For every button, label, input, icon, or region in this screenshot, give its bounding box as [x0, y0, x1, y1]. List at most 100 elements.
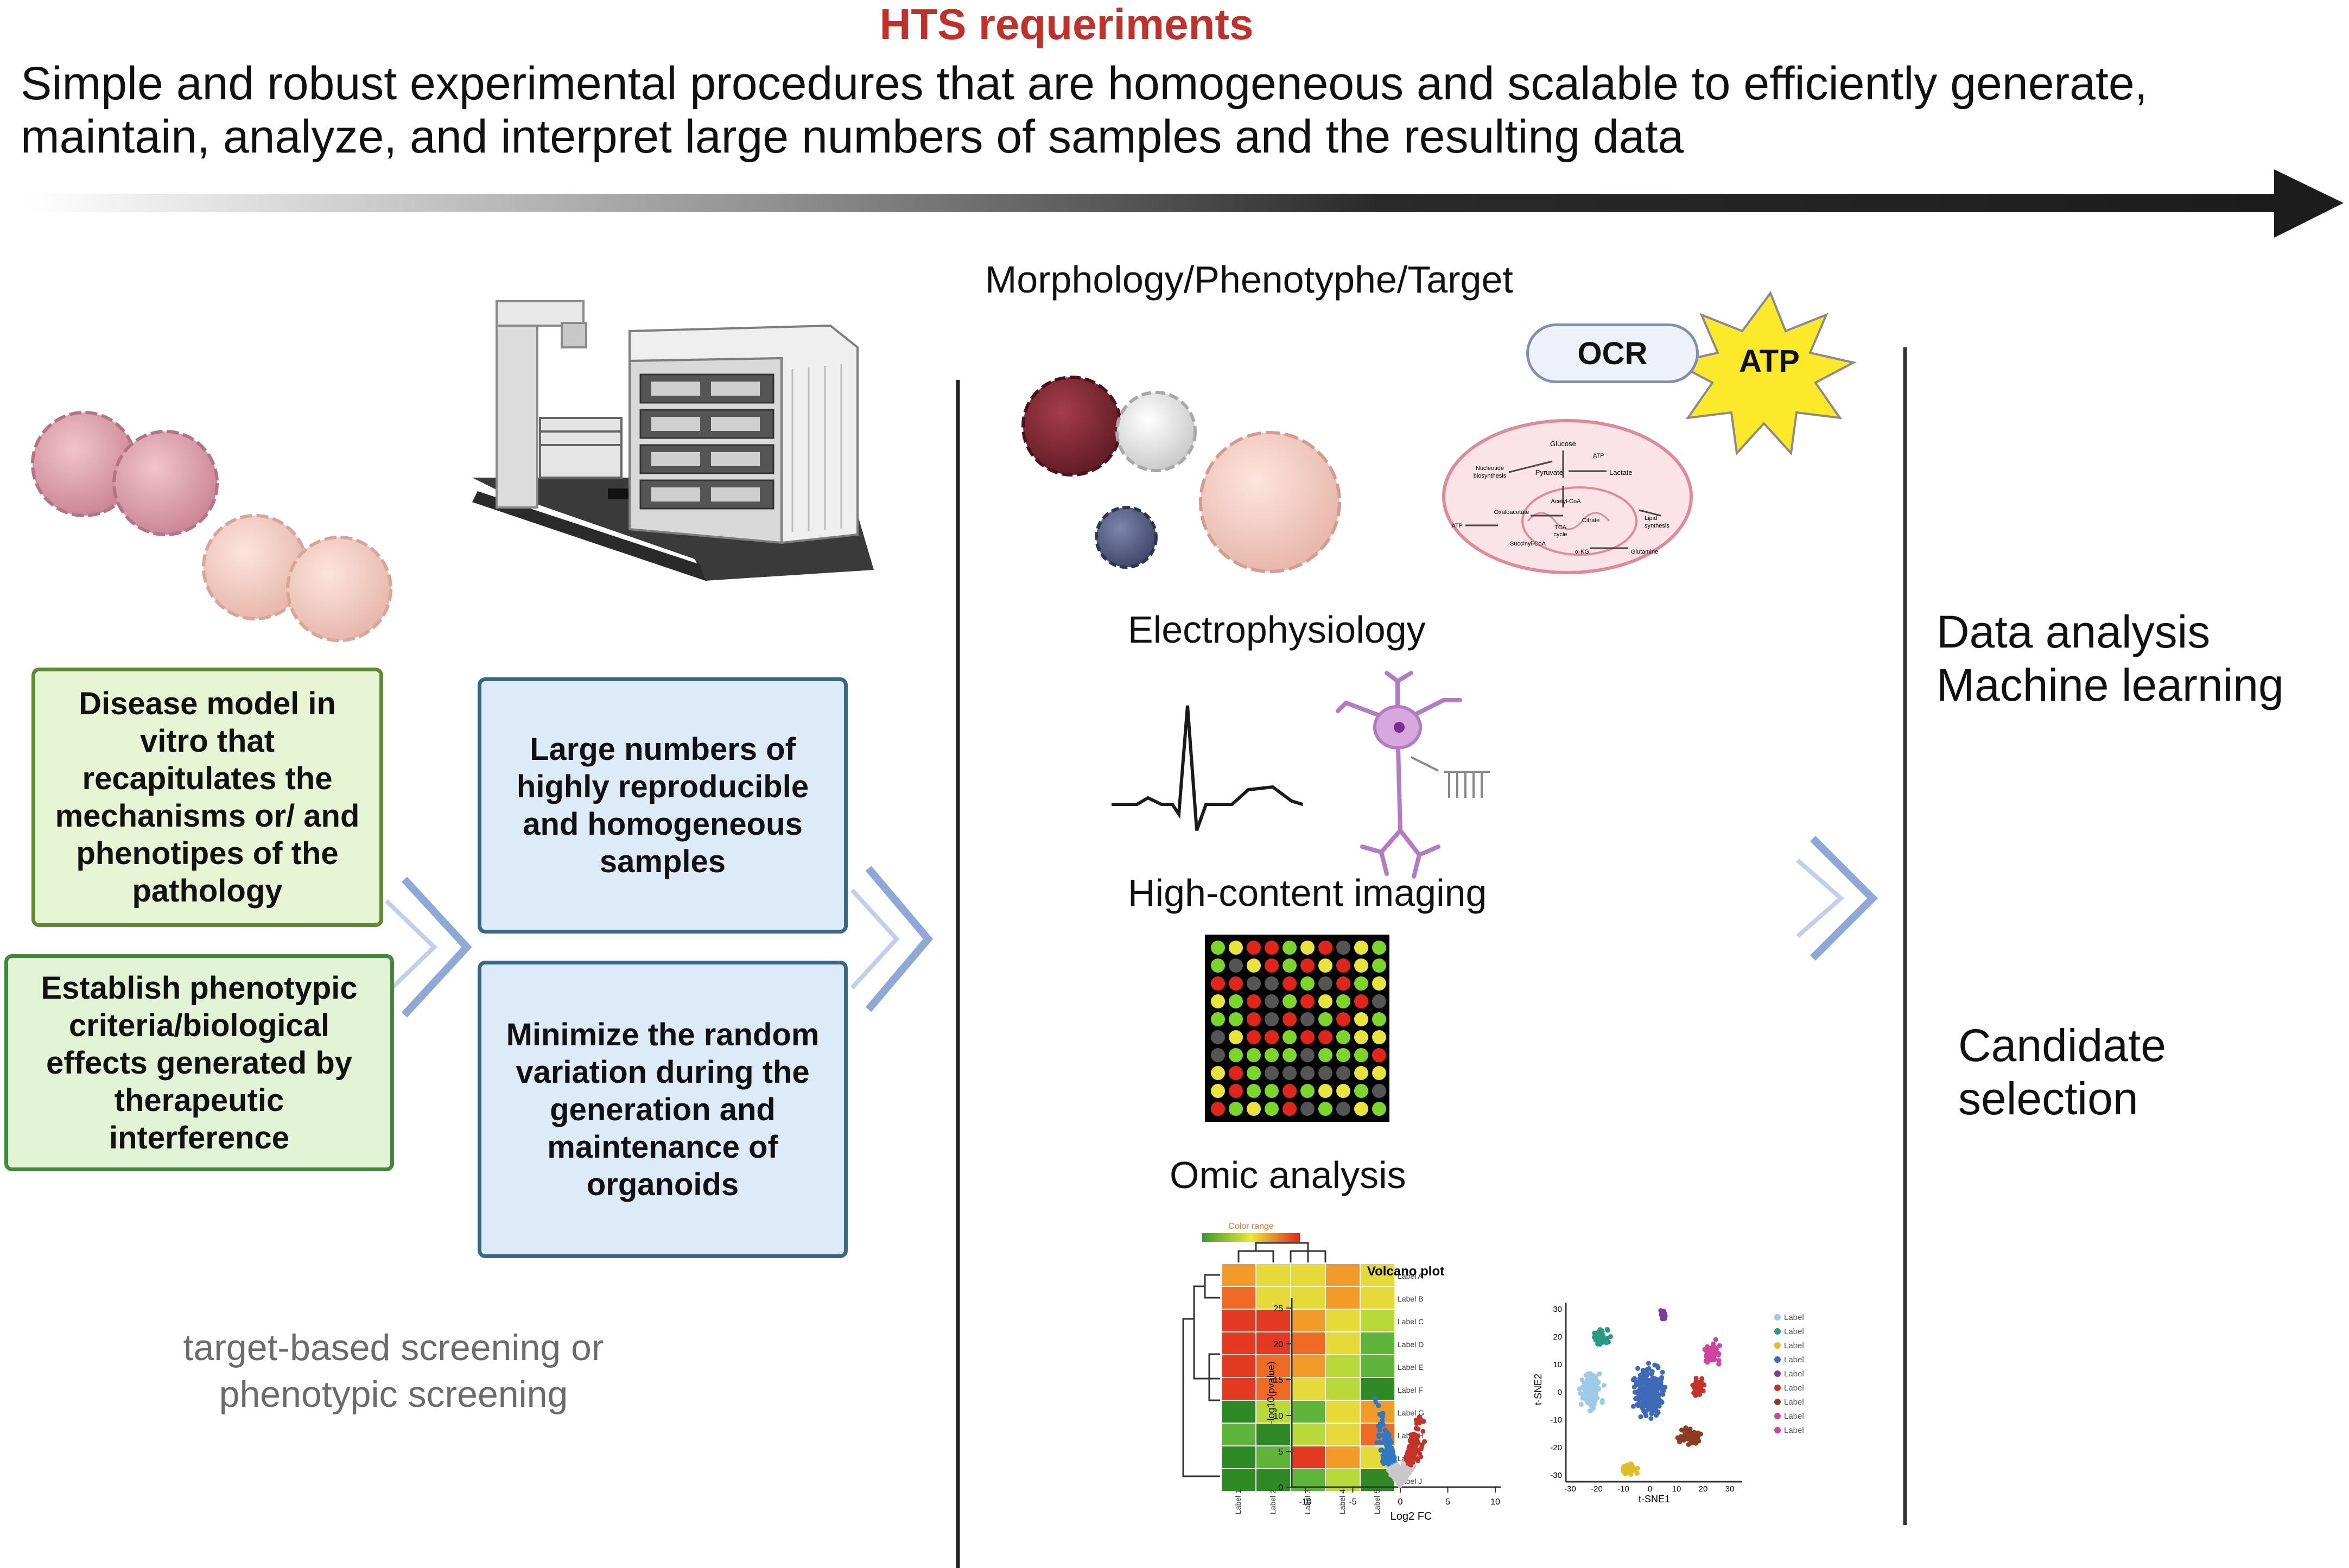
microarray-spot	[1265, 1030, 1279, 1044]
microarray-spot	[1247, 1012, 1261, 1026]
heatmap-row-label: Label B	[1398, 1294, 1423, 1303]
heatmap-row-label: Label G	[1398, 1408, 1424, 1417]
microarray-spot	[1300, 994, 1315, 1008]
chevron-3-outer	[1810, 836, 1878, 961]
heatmap-cell	[1290, 1423, 1326, 1446]
heatmap-row-label: Label E	[1398, 1363, 1423, 1372]
microarray-spot	[1247, 1102, 1261, 1116]
electrophysiology-label: Electrophysiology	[1128, 608, 1426, 651]
ocr-badge: OCR	[1526, 323, 1699, 383]
tsne-legend-label: Label	[1784, 1369, 1804, 1379]
volcano-y-tick: 15	[1273, 1376, 1283, 1385]
microarray-spot	[1300, 976, 1315, 991]
tsne-legend-label: Label	[1784, 1398, 1804, 1407]
volcano-title: Volcano plot	[1367, 1264, 1444, 1279]
heatmap-row-label: Label D	[1398, 1340, 1424, 1349]
heatmap-cell	[1360, 1377, 1395, 1401]
met-glucose: Glucose	[1550, 440, 1576, 448]
volcano-y-tick: 0	[1278, 1483, 1283, 1493]
met-cycle: cycle	[1553, 531, 1567, 538]
microarray-spot	[1247, 1048, 1261, 1062]
heatmap-color-range-label: Color range	[1228, 1222, 1274, 1231]
microarray-spot	[1211, 994, 1225, 1008]
tsne-x-tick: 0	[1648, 1484, 1652, 1494]
tsne-x-tick: 30	[1725, 1484, 1735, 1494]
heatmap-dendrogram	[1182, 1242, 1326, 1477]
microarray-spot	[1283, 1084, 1297, 1098]
machine-learning-label: Machine learning	[1937, 659, 2284, 710]
chevron-1-outer	[401, 877, 472, 1018]
microarray-spot	[1318, 976, 1332, 991]
tsne-y-tick: 0	[1558, 1388, 1562, 1397]
microarray-spot	[1247, 1030, 1261, 1044]
tsne-xlabel: t-SNE1	[1639, 1494, 1670, 1504]
microarray-spot	[1336, 976, 1350, 991]
tsne-x-tick: -10	[1617, 1484, 1629, 1494]
volcano-xlabel: Log2 FC	[1391, 1510, 1432, 1522]
heatmap-cell	[1325, 1331, 1361, 1355]
microarray-spot	[1265, 958, 1279, 973]
heatmap-col-label: Label 4	[1338, 1489, 1347, 1514]
screening-note: target-based screening or phenotypic scr…	[183, 1327, 604, 1415]
heatmap-cell	[1325, 1377, 1361, 1401]
volcano-y-tick: 5	[1278, 1448, 1283, 1457]
heatmap-row-label: Label C	[1398, 1317, 1424, 1326]
tsne-legend-swatch	[1774, 1370, 1781, 1377]
hts-robot-illustration	[472, 300, 874, 581]
electrode-illustration	[1411, 756, 1490, 798]
microarray-spot	[1211, 1102, 1225, 1116]
volcano-points	[1372, 1396, 1427, 1488]
microarray-spot	[1336, 1066, 1350, 1080]
microarray-spot	[1318, 958, 1332, 973]
hts-title: HTS requeriments	[879, 0, 1254, 48]
microarray-spot	[1229, 1012, 1243, 1026]
tsne-ylabel: t-SNE2	[1533, 1374, 1544, 1405]
microarray-spot	[1318, 1012, 1332, 1026]
heatmap-cell	[1360, 1354, 1395, 1378]
microarray-spot	[1247, 941, 1261, 955]
high-content-imaging-label: High-content imaging	[1128, 872, 1487, 914]
reproducible-samples-box: Large numbers of highly reproducible and…	[478, 677, 848, 934]
microarray-spot	[1229, 1048, 1243, 1062]
met-glutamine: Glutamine	[1631, 549, 1658, 555]
microarray-spot	[1318, 1048, 1332, 1062]
microarray-spot	[1372, 941, 1386, 955]
microarray-spot	[1336, 1084, 1350, 1098]
microarray-spot	[1372, 1066, 1386, 1080]
microarray-spot	[1372, 994, 1386, 1008]
readout-organoids	[1021, 376, 1341, 573]
microarray-spot	[1354, 1066, 1368, 1080]
microarray-spots	[1211, 941, 1386, 1116]
microarray-spot	[1372, 976, 1386, 991]
microarray-spot	[1247, 958, 1261, 973]
volcano-x-tick: 10	[1490, 1497, 1500, 1507]
disease-model-box: Disease model in vitro that recapitulate…	[31, 668, 383, 927]
microarray-spot	[1229, 1102, 1243, 1116]
tsne-x-tick: -30	[1564, 1484, 1576, 1494]
heatmap-cell	[1360, 1286, 1395, 1310]
heatmap-col-label: Label 2	[1268, 1489, 1277, 1514]
heatmap-cell	[1221, 1309, 1256, 1332]
met-tca: TCA	[1554, 524, 1567, 531]
heatmap-cell	[1221, 1400, 1256, 1424]
microarray-spot	[1211, 976, 1225, 991]
tsne-legend-label: Label	[1784, 1412, 1804, 1421]
selection-label: selection	[1958, 1073, 2138, 1124]
met-akg: α-KG	[1575, 549, 1589, 555]
heatmap-cell	[1290, 1309, 1326, 1332]
microarray-spot	[1372, 1030, 1386, 1044]
tsne-legend-label: Label	[1784, 1327, 1804, 1336]
heatmap-cell	[1360, 1309, 1395, 1332]
tsne-legend-label: Label	[1784, 1313, 1804, 1322]
heatmap-cell	[1360, 1331, 1395, 1355]
met-atp-left: ATP	[1451, 523, 1463, 529]
chevron-3-inner	[1796, 858, 1845, 938]
heatmap-cell	[1221, 1445, 1256, 1469]
chevron-2-outer	[865, 866, 934, 1012]
heatmap-cell	[1255, 1263, 1291, 1287]
microarray-spot	[1265, 1084, 1279, 1098]
volcano-x-tick: -10	[1299, 1497, 1311, 1507]
